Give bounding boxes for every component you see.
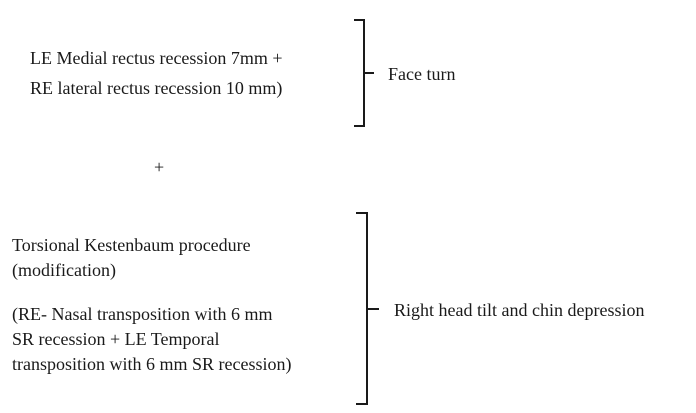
bottom-procedure-title-line-2: (modification) [12,260,116,280]
top-procedure-line-1: LE Medial rectus recession 7mm + [30,48,283,68]
bottom-procedure-detail-line-2: SR recession + LE Temporal [12,329,220,349]
bottom-procedure-title-line-1: Torsional Kestenbaum procedure [12,235,251,255]
bottom-procedure-detail-line-3: transposition with 6 mm SR recession) [12,354,292,374]
top-outcome-label: Face turn [388,64,456,84]
top-procedure-line-2: RE lateral rectus recession 10 mm) [30,78,283,98]
top-right-brace [354,19,374,127]
plus-sign: + [154,157,165,177]
bottom-right-brace [356,212,379,405]
bottom-procedure-detail-line-1: (RE- Nasal transposition with 6 mm [12,304,273,324]
bottom-outcome-label: Right head tilt and chin depression [394,300,645,320]
